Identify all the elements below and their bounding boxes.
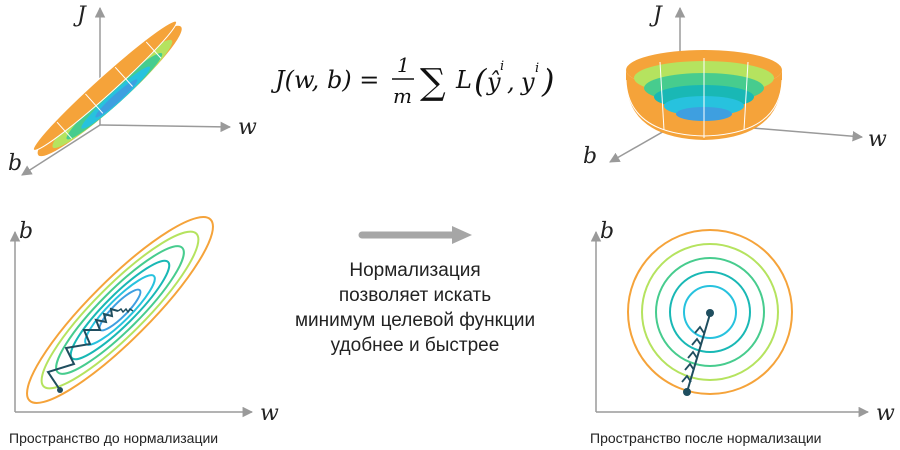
top-left-j-label: J — [73, 3, 87, 28]
note-line-3: минимум целевой функции — [295, 310, 535, 331]
formula-true: y — [520, 68, 535, 96]
contour-ring-2 — [40, 230, 200, 390]
formula-denominator: m — [393, 84, 412, 108]
top-right-b-label: b — [583, 144, 597, 169]
caption-after: Пространство после нормализации — [590, 430, 822, 446]
note-line-4: удобнее и быстрее — [331, 335, 500, 356]
direct-descent-path — [686, 313, 711, 393]
formula-paren-close: ) — [541, 62, 554, 100]
note-line-2: позволяет искать — [339, 285, 491, 306]
top-left-b-label: b — [8, 151, 22, 176]
arrow-right-icon — [358, 226, 472, 244]
w-axis — [99, 121, 232, 133]
center-explanation: Нормализация позволяет искать минимум це… — [295, 226, 535, 356]
circle-ring-2 — [641, 243, 779, 381]
note-line-1: Нормализация — [349, 260, 480, 281]
top-right-w-label: w — [868, 127, 887, 152]
formula-loss: L — [455, 66, 472, 94]
formula-pred: ŷ — [486, 68, 501, 96]
top-left-3d-plot: J w b — [8, 3, 257, 176]
bottom-right-w-label: w — [876, 401, 895, 426]
formula-pred-sup: i — [500, 59, 504, 74]
circle-ring-4 — [669, 271, 751, 353]
formula-true-sup: i — [535, 61, 539, 76]
circle-ring-1 — [627, 229, 793, 395]
minimum-point — [706, 309, 714, 317]
top-left-w-label: w — [238, 115, 257, 140]
contour-after: b w Пространство после нормализации — [590, 219, 895, 446]
round-bowl — [625, 50, 783, 140]
top-right-3d-plot: J w b — [583, 3, 887, 169]
contour-before: b w Пространство до нормализации — [9, 216, 279, 446]
formula-lhs: J(w, b) = — [270, 66, 379, 94]
bottom-right-b-label: b — [600, 219, 614, 244]
zigzag-descent-path — [46, 307, 119, 391]
start-point — [57, 387, 63, 393]
contour-ring-1 — [26, 216, 214, 404]
formula-numerator: 1 — [397, 53, 410, 77]
formula-sum: ∑ — [420, 62, 446, 103]
formula-paren-open: ( — [474, 62, 488, 100]
cost-formula: J(w, b) = 1 m ∑ L ( ŷ i , y i ) — [270, 53, 554, 108]
start-point-right — [683, 388, 691, 396]
b-axis — [21, 124, 101, 176]
bottom-left-w-label: w — [260, 401, 279, 426]
elongated-bowl — [32, 20, 182, 157]
circle-ring-5 — [683, 285, 737, 339]
top-right-j-label: J — [649, 3, 663, 28]
contour-ring-3 — [55, 245, 185, 375]
caption-before: Пространство до нормализации — [9, 430, 218, 446]
formula-comma: , — [507, 68, 515, 96]
circle-ring-3 — [655, 257, 765, 367]
bottom-left-b-label: b — [19, 219, 33, 244]
